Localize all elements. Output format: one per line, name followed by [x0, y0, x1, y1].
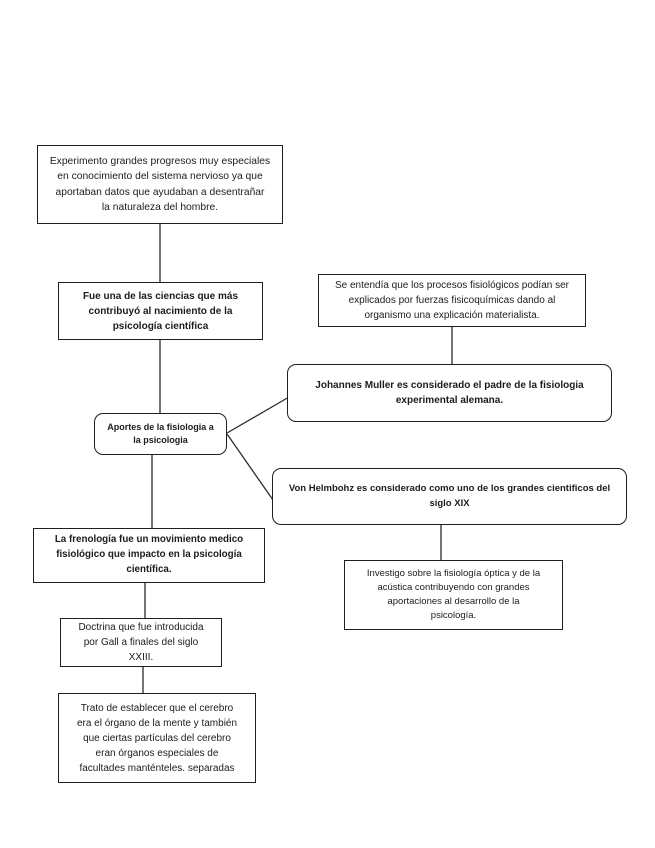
node-investigo-optica-acustica: Investigo sobre la fisiología óptica y d…: [344, 560, 563, 630]
connector-aportes-vonhelmbohz: [226, 433, 274, 501]
node-experimento-progresos: Experimento grandes progresos muy especi…: [37, 145, 283, 224]
node-frenologia: La frenología fue un movimiento medico f…: [33, 528, 265, 583]
node-johannes-muller: Johannes Muller es considerado el padre …: [287, 364, 612, 422]
node-doctrina-gall: Doctrina que fue introducida por Gall a …: [60, 618, 222, 667]
node-procesos-fisiologicos: Se entendía que los procesos fisiológico…: [318, 274, 586, 327]
node-aportes-fisiologia-central: Aportes de la fisiologia a la psicologia: [94, 413, 227, 455]
node-trato-cerebro: Trato de establecer que el cerebro era e…: [58, 693, 256, 783]
connector-aportes-johannes: [226, 396, 290, 434]
node-fue-una-ciencias: Fue una de las ciencias que más contribu…: [58, 282, 263, 340]
node-von-helmbohz: Von Helmbohz es considerado como uno de …: [272, 468, 627, 525]
